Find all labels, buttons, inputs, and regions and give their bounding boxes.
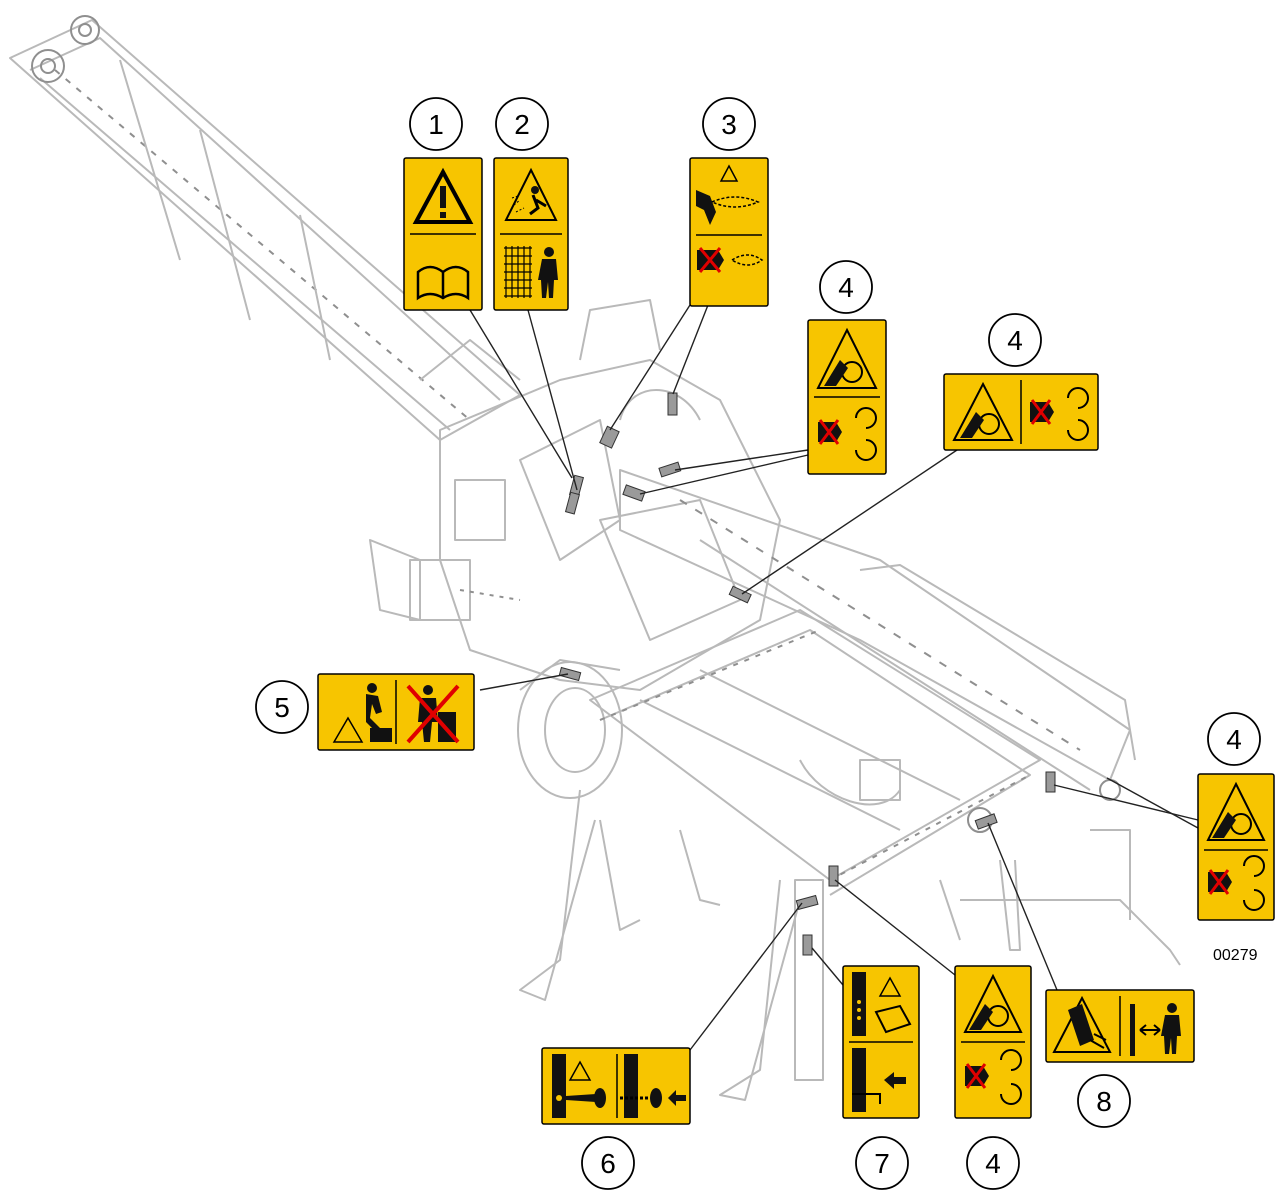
callout-2: 2 (495, 97, 549, 151)
person-icon (538, 247, 558, 298)
decal-4-entanglement-horizontal (943, 373, 1099, 451)
figure-id: 00279 (1213, 947, 1258, 964)
svg-text:4: 4 (1226, 724, 1242, 755)
chassis-frame (519, 609, 1181, 1101)
decal-marker-5 (558, 666, 582, 682)
decal-marker-7 (802, 934, 813, 956)
callout-4-bottom: 4 (966, 1136, 1020, 1190)
svg-text:4: 4 (838, 272, 854, 303)
decal-marker-2 (564, 491, 581, 515)
callout-circles: 1 2 3 4 4 5 4 6 (255, 97, 1261, 1190)
callout-5: 5 (255, 680, 309, 734)
decal-marker-4e (828, 865, 839, 887)
decal-4-entanglement-vertical-upper (807, 319, 887, 475)
decal-7-support-leg-lock (842, 965, 920, 1119)
decal-marker-4b (622, 484, 646, 502)
decal-2-thrown-objects-protective-gear (493, 157, 569, 311)
decal-5-no-stepping-fall-hazard (317, 673, 475, 751)
warning-triangle-icon (412, 167, 474, 224)
entanglement-warning-icon (816, 327, 878, 389)
callout-4-right: 4 (1207, 712, 1261, 766)
decal-1-warning-read-manual (403, 157, 483, 311)
decal-position-markers (558, 392, 1056, 956)
decal-marker-6 (795, 894, 819, 911)
firewood-processor-drawing (9, 15, 1181, 1101)
svg-text:5: 5 (274, 692, 290, 723)
svg-text:1: 1 (428, 109, 444, 140)
manual-book-icon (416, 265, 470, 301)
processor-body (369, 299, 781, 691)
decal-marker-4d (1045, 771, 1056, 793)
decal-marker-4c (728, 585, 752, 604)
decal-marker-4a (658, 461, 682, 478)
hand-chain-icon (696, 190, 716, 225)
safety-grid-icon (504, 246, 532, 298)
leader-lines (469, 304, 1199, 1051)
decal-4-entanglement-vertical-right (1197, 773, 1275, 921)
svg-text:7: 7 (874, 1148, 890, 1179)
callout-4-horizontal: 4 (988, 313, 1042, 367)
decal-8-crush-hazard-keep-distance (1045, 989, 1195, 1063)
decal-marker-8 (974, 813, 998, 830)
decal-marker-3a (599, 425, 620, 449)
decal-3-chainsaw-cut-hazard (689, 157, 769, 307)
callout-6: 6 (581, 1136, 635, 1190)
callout-8: 8 (1077, 1074, 1131, 1128)
callout-3: 3 (702, 97, 756, 151)
svg-text:8: 8 (1096, 1086, 1112, 1117)
decal-4-entanglement-vertical-bottom (954, 965, 1032, 1119)
callout-4-upper: 4 (819, 260, 873, 314)
warning-small-icon (719, 164, 739, 182)
infeed-conveyor (9, 15, 521, 441)
svg-text:4: 4 (1007, 325, 1023, 356)
decal-6-locking-pin (541, 1047, 691, 1125)
svg-text:3: 3 (721, 109, 737, 140)
svg-text:2: 2 (514, 109, 530, 140)
callout-7: 7 (855, 1136, 909, 1190)
thrown-objects-icon (504, 167, 558, 221)
rotating-parts-icon (855, 407, 877, 461)
splitting-trough (619, 469, 1136, 791)
callout-1: 1 (409, 97, 463, 151)
svg-text:6: 6 (600, 1148, 616, 1179)
transport-wheel (517, 659, 623, 799)
svg-text:4: 4 (985, 1148, 1001, 1179)
decal-marker-3b (667, 392, 678, 416)
